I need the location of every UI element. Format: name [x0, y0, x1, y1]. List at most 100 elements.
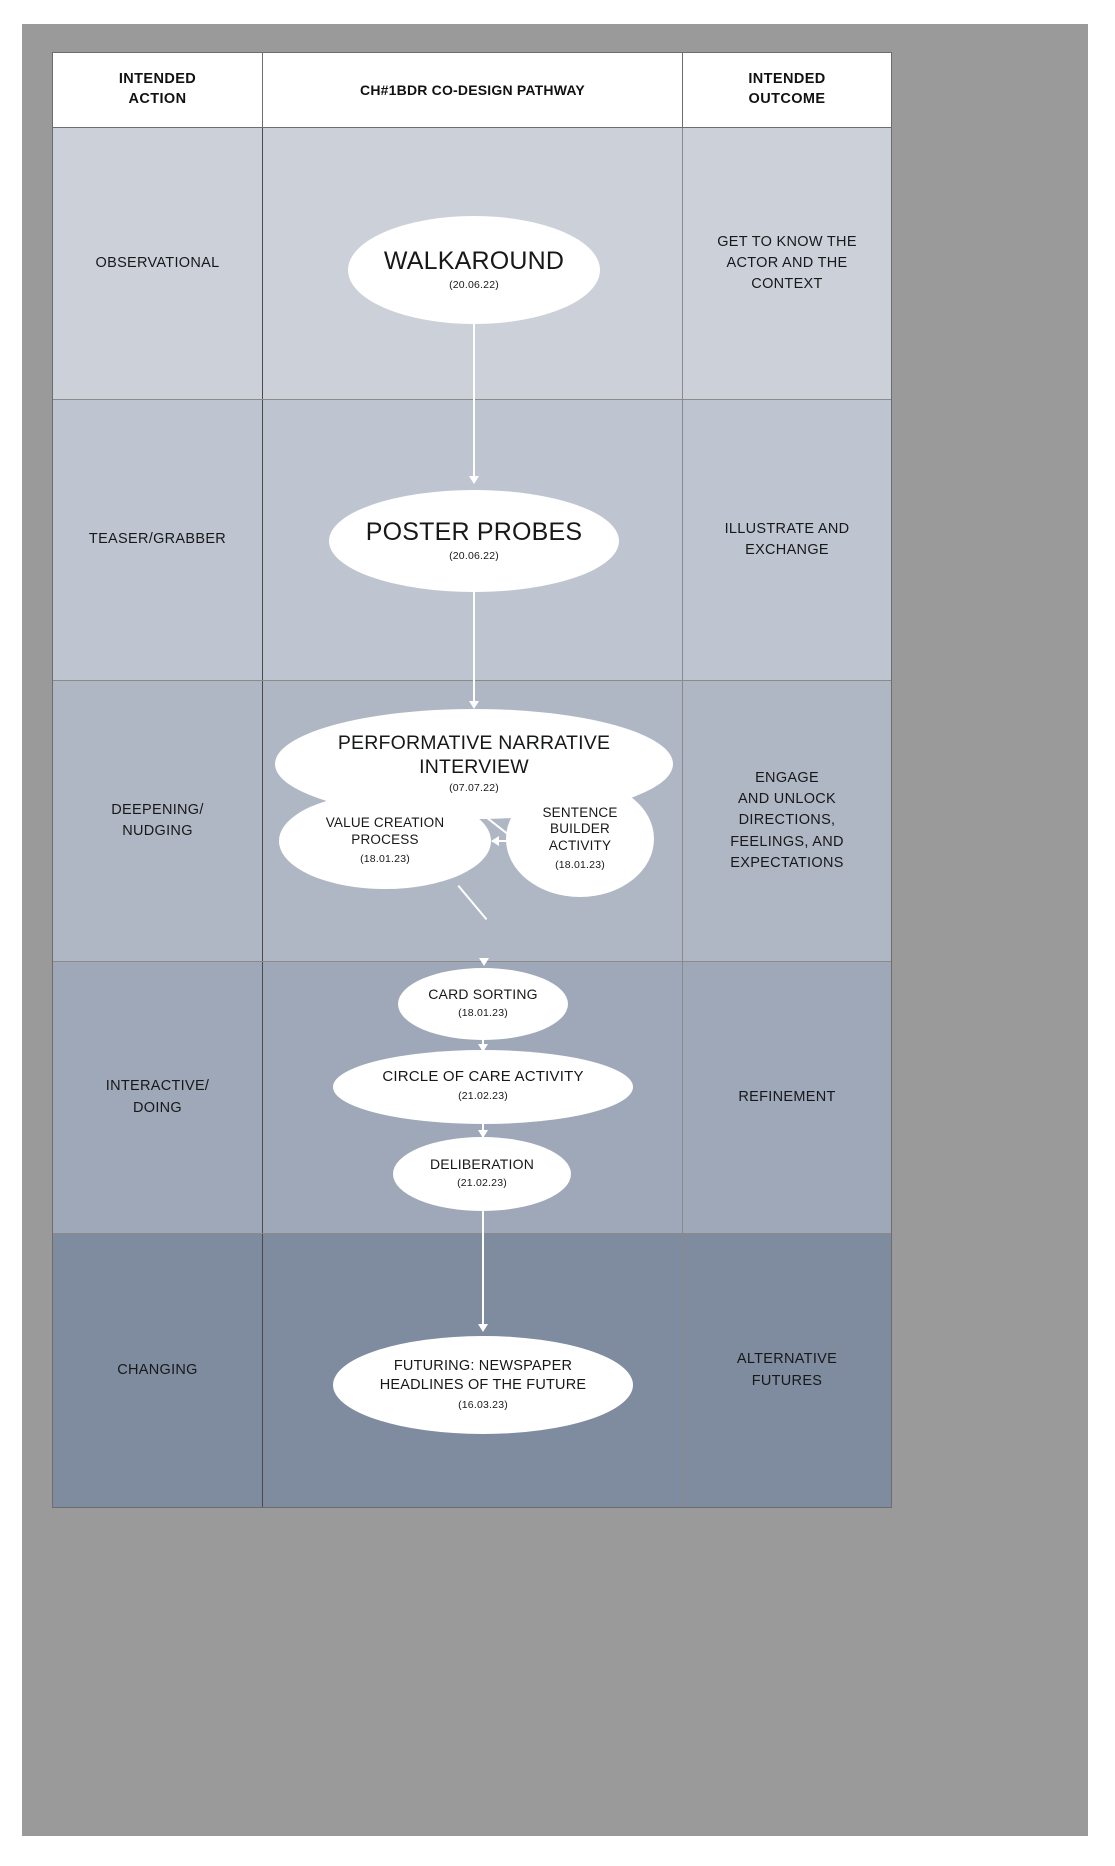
row3-outcome-line3: DIRECTIONS,: [738, 812, 836, 829]
node-futuring-date: (16.03.23): [458, 1398, 508, 1411]
row3-action: DEEPENING/ NUDGING: [53, 681, 262, 961]
node-pni-label: PERFORMATIVE NARRATIVE INTERVIEW: [338, 732, 610, 780]
table-row: INTERACTIVE/ DOING CARD SORTING (18.01.2…: [53, 958, 891, 1236]
table-row: DEEPENING/ NUDGING PERFORMATIVE NARRATIV…: [53, 681, 891, 962]
arrowhead-into-deliberation-icon: [478, 1130, 488, 1138]
row3-pathway-canvas: PERFORMATIVE NARRATIVE INTERVIEW (07.07.…: [263, 681, 682, 961]
connector-value-to-card: [457, 885, 488, 920]
row2-outcome-line1: ILLUSTRATE AND: [724, 520, 850, 537]
node-futuring-label: FUTURING: NEWSPAPER HEADLINES OF THE FUT…: [380, 1357, 587, 1395]
node-value-label-line1: VALUE CREATION: [325, 815, 445, 831]
row1-pathway: WALKAROUND (20.06.22): [262, 128, 683, 404]
row1-action: OBSERVATIONAL: [95, 254, 220, 271]
header-intended-action: INTENDED ACTION: [53, 53, 262, 127]
node-sentence-label-line2: BUILDER: [550, 821, 610, 837]
pathway-table: INTENDED ACTION CH#1BDR CO-DESIGN PATHWA…: [52, 52, 892, 1508]
node-value-creation-process[interactable]: VALUE CREATION PROCESS (18.01.23): [279, 793, 491, 889]
node-sentence-builder-activity[interactable]: SENTENCE BUILDER ACTIVITY (18.01.23): [506, 781, 654, 897]
header-intended-outcome: INTENDED OUTCOME: [683, 53, 891, 127]
node-pni-label-line2: INTERVIEW: [419, 755, 529, 778]
row1-pathway-canvas: WALKAROUND (20.06.22): [263, 128, 682, 404]
arrowhead-into-futuring-icon: [478, 1324, 488, 1332]
row3-outcome: ENGAGE AND UNLOCK DIRECTIONS, FEELINGS, …: [683, 681, 891, 961]
node-pni-date: (07.07.22): [449, 781, 499, 794]
row1-outcome: GET TO KNOW THE ACTOR AND THE CONTEXT: [683, 128, 891, 399]
row5-action: CHANGING: [117, 1361, 198, 1378]
node-futuring-newspaper-headlines[interactable]: FUTURING: NEWSPAPER HEADLINES OF THE FUT…: [333, 1336, 633, 1434]
connector-into-poster: [473, 400, 475, 478]
row5-outcome-line1: ALTERNATIVE: [736, 1351, 838, 1368]
table-row: OBSERVATIONAL WALKAROUND (20.06.22) G: [53, 128, 891, 404]
table-header-row: INTENDED ACTION CH#1BDR CO-DESIGN PATHWA…: [53, 53, 891, 128]
row3-pathway: PERFORMATIVE NARRATIVE INTERVIEW (07.07.…: [262, 681, 683, 961]
connector-poster-to-interview: [473, 592, 475, 682]
arrowhead-into-poster-icon: [469, 476, 479, 484]
connector-walkaround-to-poster: [473, 324, 475, 404]
row4-outcome: REFINEMENT: [738, 1088, 836, 1105]
row4-action-line2: DOING: [132, 1099, 183, 1116]
node-sentence-label-line3: ACTIVITY: [548, 838, 612, 854]
node-value-label-line2: PROCESS: [351, 831, 419, 847]
node-sentence-label: SENTENCE BUILDER ACTIVITY: [542, 805, 617, 856]
row2-pathway: POSTER PROBES (20.06.22): [262, 400, 683, 682]
header-intended-action-line1: INTENDED: [118, 71, 197, 88]
arrowhead-left-icon: [491, 836, 499, 846]
row3-outcome-line4: FEELINGS, AND: [730, 833, 844, 850]
arrowhead-right-icon: [513, 836, 521, 846]
arrowhead-into-card-icon: [479, 958, 489, 966]
row4-pathway-canvas: CARD SORTING (18.01.23) CIRCLE OF CARE A…: [263, 958, 682, 1236]
header-codesign-pathway: CH#1BDR CO-DESIGN PATHWAY: [262, 53, 683, 127]
node-circle-label: CIRCLE OF CARE ACTIVITY: [382, 1068, 584, 1086]
node-poster-probes-label: POSTER PROBES: [365, 517, 583, 546]
node-sentence-label-line1: SENTENCE: [542, 804, 618, 820]
row1-outcome-line3: CONTEXT: [751, 276, 823, 292]
row3-outcome-line2: AND UNLOCK: [737, 791, 837, 808]
node-sentence-date: (18.01.23): [555, 859, 605, 872]
row5-pathway: FUTURING: NEWSPAPER HEADLINES OF THE FUT…: [262, 1234, 683, 1507]
node-card-date: (18.01.23): [458, 1006, 508, 1019]
row1-outcome-line2: ACTOR AND THE: [726, 254, 848, 271]
row4-action-line1: INTERACTIVE/: [105, 1078, 210, 1095]
row2-outcome-line2: EXCHANGE: [745, 542, 829, 558]
row5-outcome: ALTERNATIVE FUTURES: [683, 1234, 891, 1507]
row4-action: INTERACTIVE/ DOING: [53, 962, 262, 1233]
node-deliberation-label: DELIBERATION: [429, 1156, 535, 1173]
connector-value-sentence: [497, 840, 515, 842]
row3-outcome-line1: ENGAGE: [755, 770, 819, 787]
node-walkaround-label: WALKAROUND: [383, 246, 565, 275]
node-poster-probes[interactable]: POSTER PROBES (20.06.22): [329, 490, 619, 592]
node-card-sorting[interactable]: CARD SORTING (18.01.23): [398, 968, 568, 1040]
node-walkaround[interactable]: WALKAROUND (20.06.22): [348, 216, 600, 324]
node-value-label: VALUE CREATION PROCESS: [326, 815, 445, 849]
row3-outcome-line5: EXPECTATIONS: [730, 854, 844, 871]
header-intended-action-line2: ACTION: [128, 91, 187, 107]
row4-pathway: CARD SORTING (18.01.23) CIRCLE OF CARE A…: [262, 958, 683, 1236]
node-futuring-label-line1: FUTURING: NEWSPAPER: [393, 1358, 573, 1375]
row3-action-line1: DEEPENING/: [111, 801, 204, 818]
node-poster-probes-date: (20.06.22): [449, 549, 499, 562]
node-card-label: CARD SORTING: [428, 986, 538, 1003]
row5-outcome-line2: FUTURES: [751, 1372, 823, 1389]
node-circle-of-care-activity[interactable]: CIRCLE OF CARE ACTIVITY (21.02.23): [333, 1050, 633, 1124]
row1-outcome-line1: GET TO KNOW THE: [717, 233, 857, 250]
node-deliberation[interactable]: DELIBERATION (21.02.23): [393, 1137, 571, 1211]
table-row: CHANGING FUTURING: NEWSPAPER HEADLINES O…: [53, 1234, 891, 1507]
table-body: OBSERVATIONAL WALKAROUND (20.06.22) G: [53, 128, 891, 1507]
node-value-date: (18.01.23): [360, 852, 410, 865]
header-intended-outcome-line1: INTENDED: [748, 71, 826, 88]
arrowhead-into-circle-icon: [478, 1044, 488, 1052]
row5-pathway-canvas: FUTURING: NEWSPAPER HEADLINES OF THE FUT…: [263, 1234, 682, 1507]
header-intended-outcome-line2: OUTCOME: [748, 91, 826, 107]
connector-into-interview: [473, 681, 475, 703]
node-pni-label-line1: PERFORMATIVE NARRATIVE: [337, 732, 611, 755]
row2-action: TEASER/GRABBER: [88, 531, 227, 548]
row3-action-line2: NUDGING: [122, 823, 193, 839]
connector-deliberation-to-futuring: [482, 1208, 484, 1236]
node-deliberation-date: (21.02.23): [457, 1176, 507, 1189]
node-walkaround-date: (20.06.22): [449, 278, 499, 291]
table-row: TEASER/GRABBER POSTER PROBES (20.06.22): [53, 400, 891, 682]
row2-outcome: ILLUSTRATE AND EXCHANGE: [683, 400, 891, 680]
row2-pathway-canvas: POSTER PROBES (20.06.22): [263, 400, 682, 682]
connector-into-futuring: [482, 1234, 484, 1326]
